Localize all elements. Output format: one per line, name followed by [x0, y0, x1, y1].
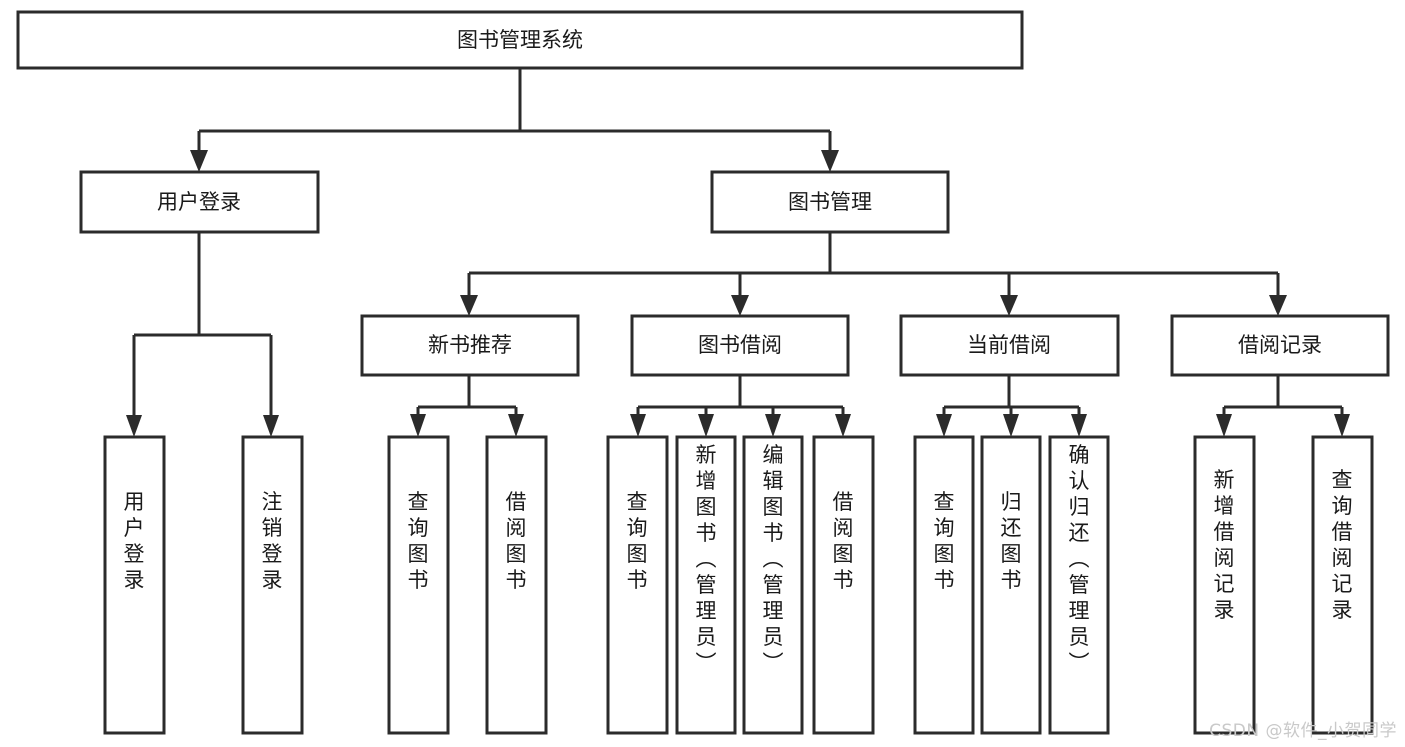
- connector-layer: [126, 68, 1350, 437]
- arrowhead-current-borrow-c3: [1071, 414, 1087, 437]
- leaf-new-book-borrow-box: [485, 435, 548, 735]
- leaf-borrow-book-box: [812, 435, 875, 735]
- node-book-management[interactable]: 图书管理: [710, 170, 950, 234]
- node-book-management-box: [710, 170, 950, 234]
- leaf-current-query-box: [913, 435, 975, 735]
- leaf-record-add-box: [1193, 435, 1256, 735]
- node-book-borrow[interactable]: 图书借阅: [630, 314, 850, 377]
- arrowhead-book-borrow-c3: [765, 414, 781, 437]
- arrowhead-book-borrow: [731, 295, 749, 316]
- node-book-borrow-box: [630, 314, 850, 377]
- leaf-borrow-add-book[interactable]: 新增图书︵管理员︶: [675, 435, 737, 735]
- node-user-login[interactable]: 用户登录: [79, 170, 320, 234]
- leaf-new-book-query[interactable]: 查询图书: [387, 435, 450, 735]
- leaf-borrow-edit-book[interactable]: 编辑图书︵管理员︶: [742, 435, 804, 735]
- leaf-borrow-query-label: 查询图书: [627, 490, 648, 592]
- arrowhead-book-mgmt: [821, 150, 839, 172]
- leaf-user-login[interactable]: 用户登录: [103, 435, 166, 735]
- leaf-new-book-borrow-label: 借阅图书: [506, 490, 527, 592]
- node-book-management-label: 图书管理: [788, 190, 872, 214]
- arrowhead-borrow-record-c2: [1334, 414, 1350, 437]
- node-borrow-record-box: [1170, 314, 1390, 377]
- arrowhead-current-borrow-c2: [1003, 414, 1019, 437]
- leaf-user-login-label: 用户登录: [124, 490, 145, 592]
- leaf-user-login-box: [103, 435, 166, 735]
- node-new-book-recommend-box: [360, 314, 580, 377]
- leaf-current-query-label: 查询图书: [934, 490, 955, 592]
- arrowhead-borrow-record: [1269, 295, 1287, 316]
- leaf-current-query[interactable]: 查询图书: [913, 435, 975, 735]
- arrowhead-new-book-c2: [508, 414, 524, 437]
- node-current-borrow-label: 当前借阅: [967, 333, 1051, 357]
- arrowhead-current-borrow-c1: [936, 414, 952, 437]
- leaf-logout[interactable]: 注销登录: [241, 435, 304, 735]
- node-borrow-record[interactable]: 借阅记录: [1170, 314, 1390, 377]
- leaf-borrow-book-label: 借阅图书: [833, 490, 854, 592]
- leaf-borrow-edit-book-box: [742, 435, 804, 735]
- leaf-record-query-box: [1311, 435, 1374, 735]
- node-root-label: 图书管理系统: [457, 28, 583, 52]
- leaf-borrow-query-box: [606, 435, 669, 735]
- leaf-new-book-borrow[interactable]: 借阅图书: [485, 435, 548, 735]
- arrowhead-borrow-record-c1: [1216, 414, 1232, 437]
- node-current-borrow[interactable]: 当前借阅: [899, 314, 1120, 377]
- leaf-logout-label: 注销登录: [262, 490, 283, 592]
- node-borrow-record-label: 借阅记录: [1238, 333, 1322, 357]
- arrowhead-new-book: [460, 295, 478, 316]
- arrowhead-user-login: [190, 150, 208, 172]
- node-root-box: [16, 10, 1024, 70]
- leaf-new-book-query-box: [387, 435, 450, 735]
- leaf-new-book-query-label: 查询图书: [408, 490, 429, 592]
- arrowhead-new-book-c1: [410, 414, 426, 437]
- leaf-current-confirm-return-box: [1048, 435, 1110, 735]
- arrowhead-leaf-user-login: [126, 415, 142, 437]
- leaf-record-query-label: 查询借阅记录: [1332, 468, 1353, 622]
- leaf-current-confirm-return[interactable]: 确认归还︵管理员︶: [1048, 435, 1110, 735]
- leaf-logout-box: [241, 435, 304, 735]
- arrowhead-book-borrow-c4: [835, 414, 851, 437]
- node-new-book-recommend[interactable]: 新书推荐: [360, 314, 580, 377]
- node-new-book-recommend-label: 新书推荐: [428, 333, 512, 357]
- arrowhead-leaf-logout: [263, 415, 279, 437]
- leaf-current-return-label: 归还图书: [1001, 490, 1022, 592]
- leaf-record-add-label: 新增借阅记录: [1214, 468, 1235, 622]
- node-book-borrow-label: 图书借阅: [698, 333, 782, 357]
- arrowhead-book-borrow-c2: [698, 414, 714, 437]
- leaf-current-return[interactable]: 归还图书: [980, 435, 1042, 735]
- leaf-borrow-query[interactable]: 查询图书: [606, 435, 669, 735]
- node-user-login-box: [79, 170, 320, 234]
- node-current-borrow-box: [899, 314, 1120, 377]
- leaf-record-query[interactable]: 查询借阅记录: [1311, 435, 1374, 735]
- leaf-current-confirm-return-label: 确认归还︵管理员︶: [1069, 443, 1090, 675]
- arrowhead-book-borrow-c1: [630, 414, 646, 437]
- leaf-record-add[interactable]: 新增借阅记录: [1193, 435, 1256, 735]
- leaf-borrow-edit-book-label: 编辑图书︵管理员︶: [763, 443, 784, 675]
- leaf-borrow-book[interactable]: 借阅图书: [812, 435, 875, 735]
- leaf-borrow-add-book-box: [675, 435, 737, 735]
- node-root[interactable]: 图书管理系统: [16, 10, 1024, 70]
- node-user-login-label: 用户登录: [157, 190, 241, 214]
- arrowhead-current-borrow: [1000, 295, 1018, 316]
- leaf-current-return-box: [980, 435, 1042, 735]
- leaf-borrow-add-book-label: 新增图书︵管理员︶: [696, 443, 717, 675]
